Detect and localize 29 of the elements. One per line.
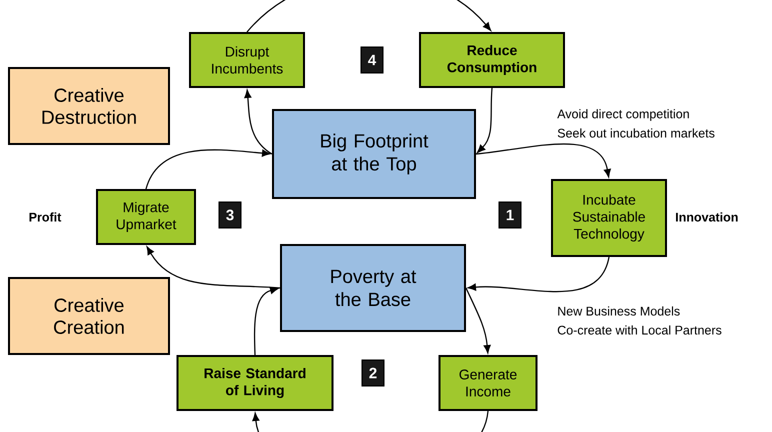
arrow: [246, 0, 492, 32]
note-text: Co-create with Local Partners: [558, 325, 722, 335]
step-number: 2: [362, 360, 384, 386]
arrow: [477, 88, 493, 153]
note-text: Profit: [30, 212, 62, 222]
arrow: [468, 256, 610, 292]
arrow: [146, 246, 280, 289]
step-number: 4: [360, 46, 384, 74]
note-text: Seek out incubation markets: [558, 128, 714, 138]
process-box: Migrate Upmarket: [96, 189, 196, 245]
state-box: Poverty at the Base: [280, 244, 466, 332]
note-text: New Business Models: [558, 306, 680, 316]
arrow: [476, 143, 611, 178]
category-box: Creative Destruction: [8, 67, 170, 145]
note-text: Avoid direct competition: [557, 109, 689, 121]
arrow: [145, 149, 270, 190]
process-box: Generate Income: [438, 355, 538, 411]
category-box: Creative Creation: [8, 277, 170, 355]
process-box: Incubate Sustainable Technology: [551, 179, 667, 257]
arrow: [254, 287, 278, 356]
arrow: [465, 288, 491, 354]
arrow: [252, 410, 489, 432]
process-box: Raise Standard of Living: [176, 355, 334, 411]
state-box: Big Footprint at the Top: [272, 109, 476, 199]
step-number: 1: [498, 202, 522, 228]
process-box: Disrupt Incumbents: [189, 32, 305, 88]
step-number: 3: [218, 202, 242, 228]
arrow: [244, 90, 272, 154]
process-box: Reduce Consumption: [419, 32, 565, 88]
